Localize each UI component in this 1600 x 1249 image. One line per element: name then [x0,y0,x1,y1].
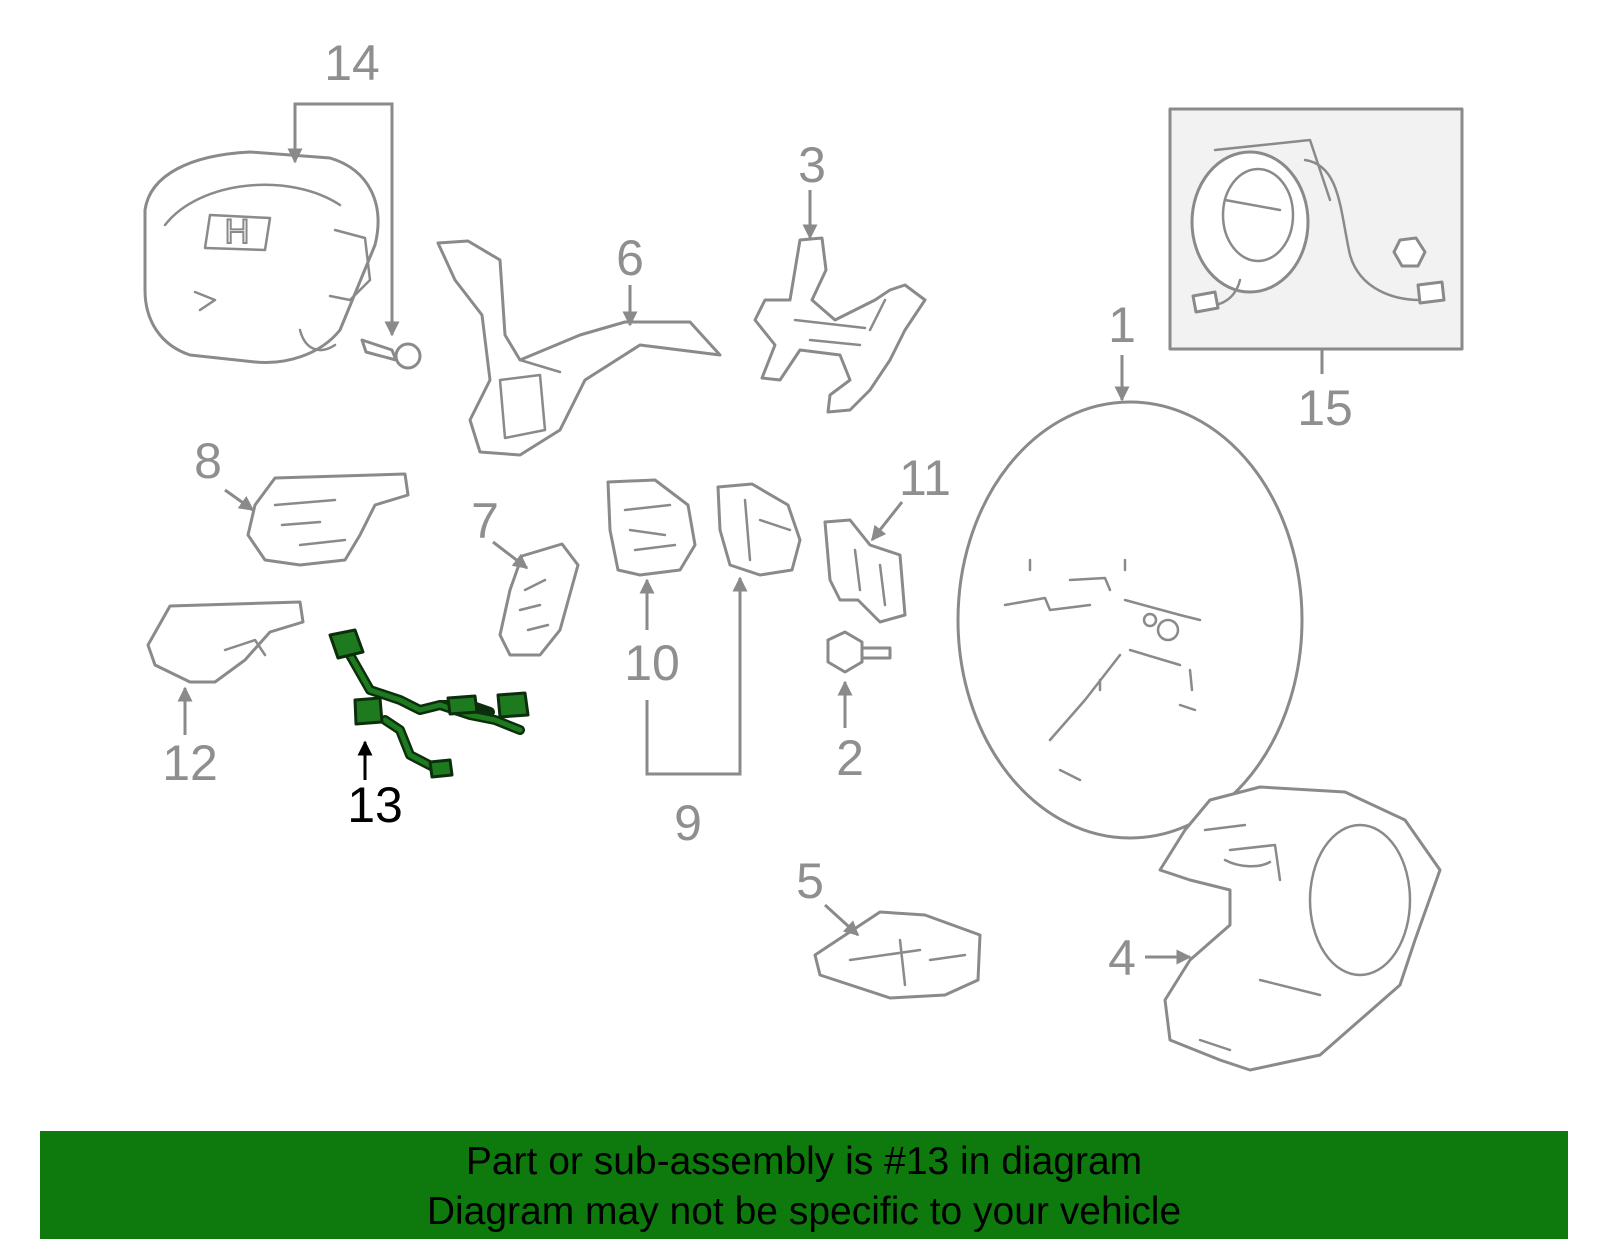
part-9-switch-assembly [716,482,802,577]
leader-9 [645,580,742,776]
svg-text:H: H [225,213,250,251]
leader-14 [293,102,394,330]
part-8-left-switch [246,472,410,567]
callout-14: 14 [324,35,380,91]
leader-8 [224,488,255,512]
callout-15: 15 [1297,380,1353,436]
part-14-airbag-module: H [143,150,422,370]
part-13-wire-harness [328,628,530,779]
part-5-cover [813,910,982,1000]
leader-11 [870,501,904,542]
part-3-bracket [753,236,927,414]
part-15-cable-reel [1168,107,1464,351]
info-banner: Part or sub-assembly is #13 in diagram D… [40,1131,1568,1239]
part-11-bracket [823,518,907,624]
callout-5: 5 [796,853,824,909]
banner-line-disclaimer: Diagram may not be specific to your vehi… [426,1190,1182,1233]
callout-3: 3 [798,137,826,193]
callout-1: 1 [1108,297,1136,353]
part-2-bolt [826,630,892,674]
part-12-switch-cover [146,600,305,684]
callout-2: 2 [836,730,864,786]
part-1-steering-wheel [956,400,1304,840]
callout-7: 7 [471,493,499,549]
part-10-switch [606,478,697,577]
callout-6: 6 [616,230,644,286]
callout-12: 12 [162,735,218,791]
callout-9: 9 [674,795,702,851]
callout-13: 13 [347,777,403,833]
part-7-switch [498,542,580,657]
callout-8: 8 [194,433,222,489]
callout-10: 10 [624,635,680,691]
leader-7 [492,540,529,570]
part-6-lower-garnish [436,239,722,457]
callout-4: 4 [1108,930,1136,986]
part-4-column-cover [1158,785,1442,1072]
callout-11: 11 [899,450,951,506]
leader-5 [823,903,860,937]
banner-line-part: Part or sub-assembly is #13 in diagram [465,1140,1143,1183]
